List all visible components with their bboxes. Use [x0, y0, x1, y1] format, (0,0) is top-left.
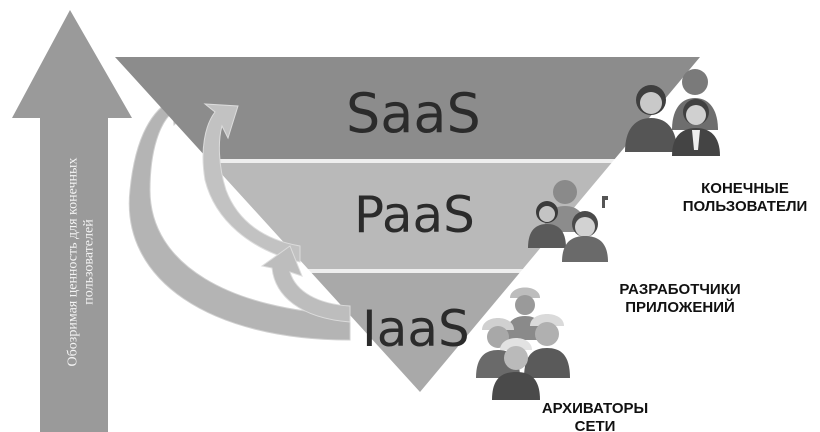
- value-axis-text: Обозримая ценность для конечных пользова…: [65, 158, 97, 367]
- value-axis-text-line1: Обозримая ценность для конечных: [65, 157, 80, 367]
- curved-arrow-iaas-to-paas: [260, 245, 351, 323]
- archivers-label: АРХИВАТОРЫ СЕТИ: [530, 400, 660, 432]
- paas-layer-label: PaaS: [354, 186, 475, 244]
- end-users-label-line1: КОНЕЧНЫЕ: [701, 180, 789, 197]
- developers-label-line2: ПРИЛОЖЕНИЙ: [625, 299, 735, 316]
- end-users-label-line2: ПОЛЬЗОВАТЕЛИ: [682, 198, 808, 215]
- developers-label: РАЗРАБОТЧИКИ ПРИЛОЖЕНИЙ: [590, 281, 770, 317]
- end-users-label: КОНЕЧНЫЕ ПОЛЬЗОВАТЕЛИ: [680, 180, 810, 216]
- saas-paas-divider: [115, 159, 700, 163]
- developers-people-icon: [528, 180, 608, 262]
- iaas-layer-label: IaaS: [362, 300, 470, 358]
- value-axis-arrow: [12, 10, 132, 432]
- value-axis-label: Обозримая ценность для конечных пользова…: [53, 112, 109, 412]
- developers-label-line1: РАЗРАБОТЧИКИ: [619, 281, 741, 298]
- archivers-label-line1: АРХИВАТОРЫ: [541, 400, 649, 417]
- end-users-people-icon: [625, 69, 720, 156]
- archivers-workers-icon: [476, 287, 570, 400]
- archivers-label-line2: СЕТИ: [574, 418, 616, 432]
- saas-layer-label: SaaS: [346, 82, 481, 145]
- value-axis-text-line2: пользователей: [81, 219, 96, 305]
- paas-iaas-divider: [115, 269, 700, 273]
